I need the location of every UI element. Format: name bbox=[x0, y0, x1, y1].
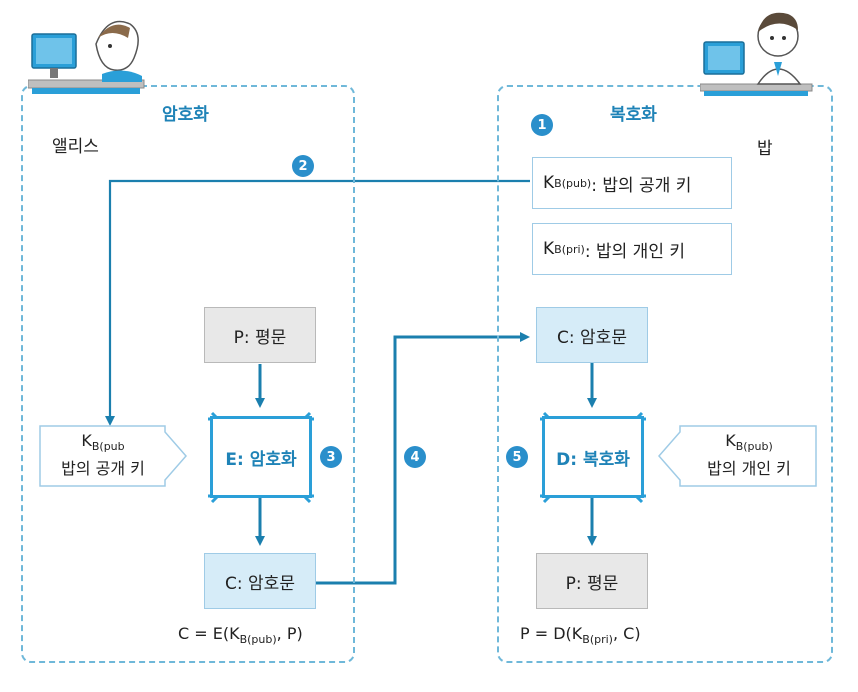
woman-at-computer-icon bbox=[28, 20, 145, 94]
decryption-formula: P = D(KB(pri), C) bbox=[520, 624, 641, 646]
encryption-panel bbox=[21, 85, 355, 663]
alice-ciphertext-box: C: 암호문 bbox=[204, 553, 316, 609]
bob-private-key-symbol: K bbox=[543, 239, 555, 259]
bob-private-key-subscript: B(pri) bbox=[554, 242, 585, 256]
decryption-formula-left: P = D(K bbox=[520, 624, 583, 643]
bob-public-key-desc: : 밥의 공개 키 bbox=[591, 175, 692, 196]
decryption-formula-right: , C) bbox=[612, 624, 641, 643]
bob-key-label: KB(pub) 밥의 개인 키 bbox=[684, 430, 814, 480]
alice-key-subscript: B(pub bbox=[91, 440, 125, 453]
public-key-transfer-arrow bbox=[105, 179, 530, 426]
alice-key-desc: 밥의 공개 키 bbox=[61, 459, 145, 478]
encryption-formula: C = E(KB(pub), P) bbox=[178, 624, 303, 646]
bob-key-desc: 밥의 개인 키 bbox=[707, 459, 791, 478]
decryption-formula-subscript: B(pri) bbox=[582, 633, 613, 646]
alice-key-symbol: K bbox=[81, 431, 92, 450]
alice-plaintext-box: P: 평문 bbox=[204, 307, 316, 363]
alice-key-label: KB(pub 밥의 공개 키 bbox=[44, 430, 162, 480]
bob-key-callout-shape bbox=[658, 425, 817, 487]
decryption-panel-title: 복호화 bbox=[610, 105, 657, 125]
bob-plaintext-box: P: 평문 bbox=[536, 553, 648, 609]
bob-public-key-subscript: B(pub) bbox=[554, 176, 592, 190]
encryption-formula-subscript: B(pub) bbox=[239, 633, 277, 646]
encryption-formula-left: C = E(K bbox=[178, 624, 240, 643]
encryption-formula-right: , P) bbox=[276, 624, 303, 643]
bob-ciphertext-box: C: 암호문 bbox=[536, 307, 648, 363]
bob-private-key-desc: : 밥의 개인 키 bbox=[584, 241, 685, 262]
bob-key-symbol: K bbox=[725, 431, 736, 450]
man-at-computer-icon bbox=[700, 12, 813, 96]
alice-name-label: 앨리스 bbox=[52, 137, 99, 157]
step-1-badge: 1 bbox=[531, 114, 553, 136]
alice-key-callout-shape bbox=[39, 425, 187, 487]
bob-key-subscript: B(pub) bbox=[735, 440, 773, 453]
bob-name-label: 밥 bbox=[757, 139, 773, 159]
step-4-badge: 4 bbox=[404, 446, 426, 468]
ciphertext-transfer-arrow bbox=[316, 332, 530, 585]
step-5-badge: 5 bbox=[506, 446, 528, 468]
step-2-badge: 2 bbox=[292, 155, 314, 177]
bob-public-key-symbol: K bbox=[543, 173, 555, 193]
alice-encrypt-box: E: 암호화 bbox=[210, 416, 312, 498]
bob-decrypt-box: D: 복호화 bbox=[542, 416, 644, 498]
decryption-panel bbox=[497, 85, 833, 663]
step-3-badge: 3 bbox=[320, 446, 342, 468]
encryption-panel-title: 암호화 bbox=[162, 105, 209, 125]
